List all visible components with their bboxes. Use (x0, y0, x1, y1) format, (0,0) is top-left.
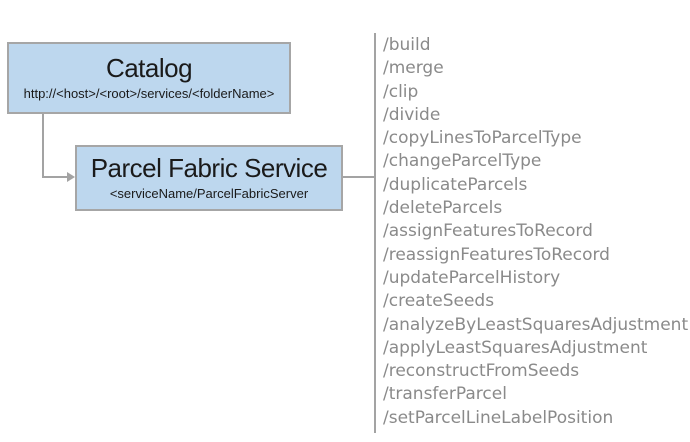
catalog-title: Catalog (105, 53, 193, 84)
endpoint-item: /applyLeastSquaresAdjustment (383, 337, 648, 358)
endpoint-item: /duplicateParcels (383, 174, 528, 195)
endpoint-item: /updateParcelHistory (383, 267, 561, 288)
endpoints-divider-line (374, 33, 376, 433)
endpoint-item: /reconstructFromSeeds (383, 361, 580, 382)
service-node: Parcel Fabric Service <serviceName/Parce… (75, 145, 343, 211)
endpoints-list: /build/merge/clip/divide/copyLinesToParc… (383, 34, 688, 430)
endpoint-item: /analyzeByLeastSquaresAdjustment (383, 314, 689, 335)
endpoint-item: /reassignFeaturesToRecord (383, 244, 610, 265)
endpoint-item: /copyLinesToParcelType (383, 128, 582, 149)
endpoint-item: /createSeeds (383, 291, 495, 312)
endpoint-item: /assignFeaturesToRecord (383, 221, 593, 242)
service-subtitle: <serviceName/ParcelFabricServer (109, 186, 309, 201)
service-title: Parcel Fabric Service (90, 153, 328, 184)
endpoint-item: /changeParcelType (383, 151, 542, 172)
endpoint-item: /transferParcel (383, 384, 507, 405)
catalog-subtitle: http://<host>/<root>/services/<folderNam… (23, 86, 275, 101)
endpoint-item: /clip (383, 81, 419, 102)
endpoint-item: /divide (383, 104, 441, 125)
endpoint-item: /deleteParcels (383, 198, 503, 219)
catalog-node: Catalog http://<host>/<root>/services/<f… (7, 42, 291, 114)
service-to-endpoints-connector (343, 176, 374, 178)
arrow-right-icon (67, 172, 75, 182)
endpoint-item: /build (383, 35, 431, 55)
endpoint-item: /setParcelLineLabelPosition (383, 407, 614, 428)
catalog-to-service-connector-horizontal (42, 176, 68, 178)
endpoint-item: /merge (383, 58, 444, 79)
catalog-to-service-connector-vertical (42, 114, 44, 178)
